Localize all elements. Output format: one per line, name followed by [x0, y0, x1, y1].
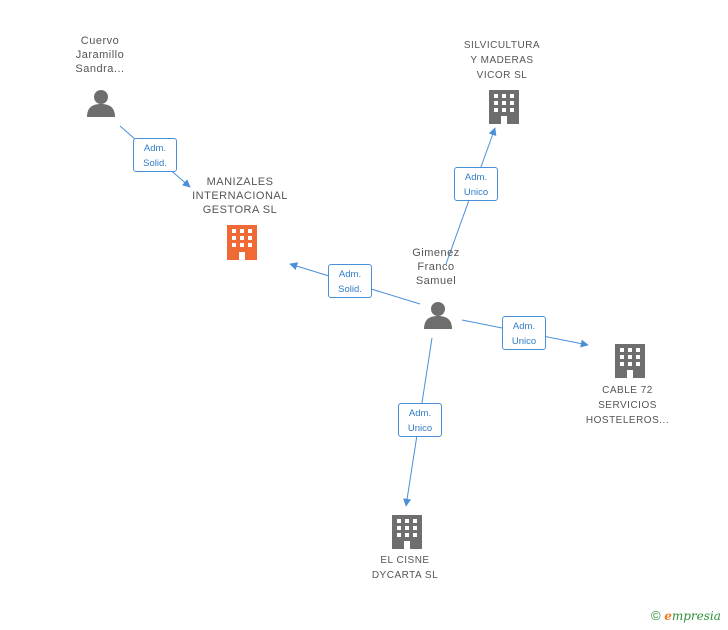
edge-label-gimenez-manizales[interactable]: Adm. Solid. [328, 264, 372, 298]
person-icon[interactable] [424, 302, 452, 329]
person-icon[interactable] [87, 90, 115, 117]
building-icon[interactable] [392, 515, 422, 549]
node-label-manizales[interactable]: MANIZALES INTERNACIONAL GESTORA SL [192, 176, 288, 216]
node-label-gimenez[interactable]: Gimenez Franco Samuel [412, 247, 460, 287]
edge-label-gimenez-elcisne[interactable]: Adm. Unico [398, 403, 442, 437]
copyright-symbol: © [651, 608, 661, 623]
edge-label-gimenez-cable72[interactable]: Adm. Unico [502, 316, 546, 350]
building-icon[interactable] [489, 90, 519, 124]
edge-label-cuervo-manizales[interactable]: Adm. Solid. [133, 138, 177, 172]
empresia-watermark: © empresia [651, 608, 721, 623]
node-label-cuervo[interactable]: Cuervo Jaramillo Sandra... [75, 35, 125, 75]
node-label-silvicultura[interactable]: SILVICULTURA Y MADERAS VICOR SL [463, 40, 541, 81]
building-icon[interactable] [615, 344, 645, 378]
node-label-elcisne[interactable]: EL CISNE DYCARTA SL [371, 555, 439, 581]
brand-logo: empresia [664, 609, 721, 623]
node-label-cable72[interactable]: CABLE 72 SERVICIOS HOSTELEROS... [585, 385, 670, 426]
building-icon[interactable] [227, 225, 257, 260]
edge-label-gimenez-silvicultura[interactable]: Adm. Unico [454, 167, 498, 201]
